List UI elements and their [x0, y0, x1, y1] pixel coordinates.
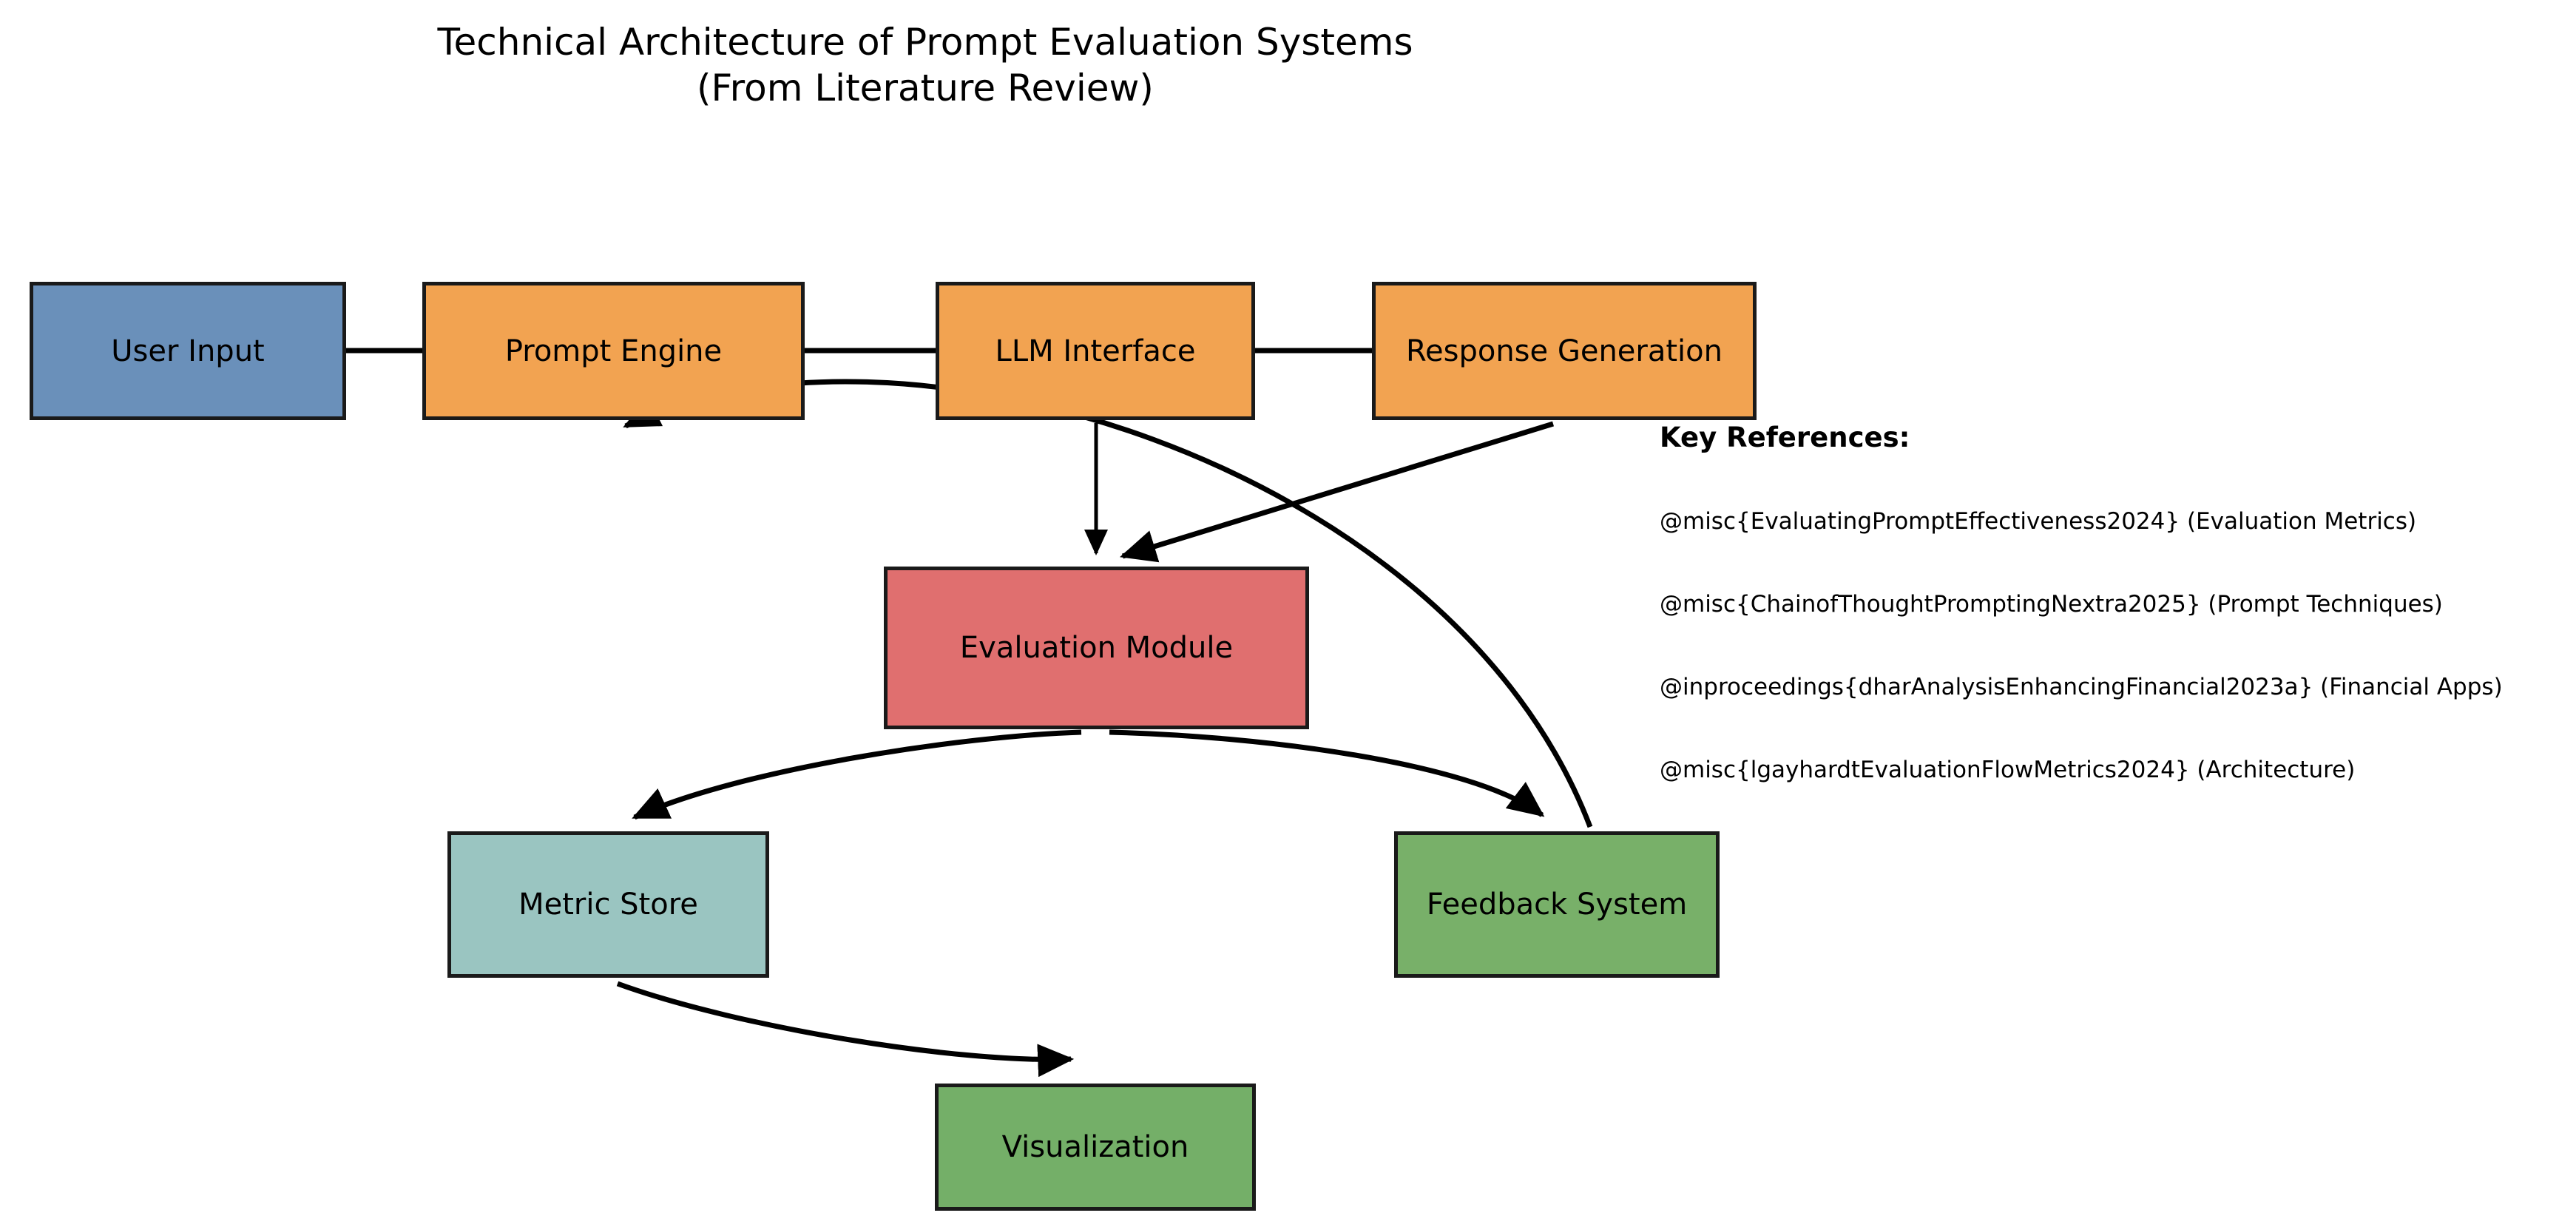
arrow-evaluation-module-to-feedback-system	[1109, 729, 1545, 817]
node-response-generation-label: Response Generation	[1406, 334, 1723, 368]
node-metric-store: Metric Store	[447, 831, 769, 978]
node-response-generation: Response Generation	[1372, 282, 1757, 420]
key-references-heading: Key References:	[1660, 422, 1910, 453]
node-feedback-system-label: Feedback System	[1426, 888, 1688, 922]
node-user-input: User Input	[30, 282, 346, 420]
node-prompt-engine-label: Prompt Engine	[504, 334, 723, 368]
node-visualization: Visualization	[935, 1084, 1256, 1211]
node-visualization-label: Visualization	[1001, 1130, 1189, 1164]
node-evaluation-module-label: Evaluation Module	[959, 631, 1234, 665]
reference-item: @misc{ChainofThoughtPromptingNextra2025}…	[1660, 591, 2443, 618]
reference-item: @misc{EvaluatingPromptEffectiveness2024}…	[1660, 508, 2417, 535]
node-llm-interface-label: LLM Interface	[995, 334, 1196, 368]
node-llm-interface: LLM Interface	[936, 282, 1255, 420]
page-title: Technical Architecture of Prompt Evaluat…	[297, 19, 1554, 111]
node-evaluation-module: Evaluation Module	[884, 567, 1309, 729]
node-user-input-label: User Input	[111, 334, 265, 368]
key-references-block: Key References: @misc{EvaluatingPromptEf…	[1660, 422, 2569, 839]
arrow-response-generation-to-evaluation-module	[1119, 421, 1555, 563]
arrow-metric-store-to-visualization	[616, 981, 1075, 1078]
node-feedback-system: Feedback System	[1394, 831, 1720, 978]
reference-item: @inproceedings{dharAnalysisEnhancingFina…	[1660, 674, 2503, 700]
reference-item: @misc{lgayhardtEvaluationFlowMetrics2024…	[1660, 757, 2356, 783]
node-metric-store-label: Metric Store	[518, 888, 698, 922]
node-prompt-engine: Prompt Engine	[422, 282, 805, 420]
title-line-1: Technical Architecture of Prompt Evaluat…	[437, 21, 1413, 64]
title-line-2: (From Literature Review)	[697, 67, 1154, 109]
arrow-evaluation-module-to-metric-store	[632, 729, 1082, 820]
